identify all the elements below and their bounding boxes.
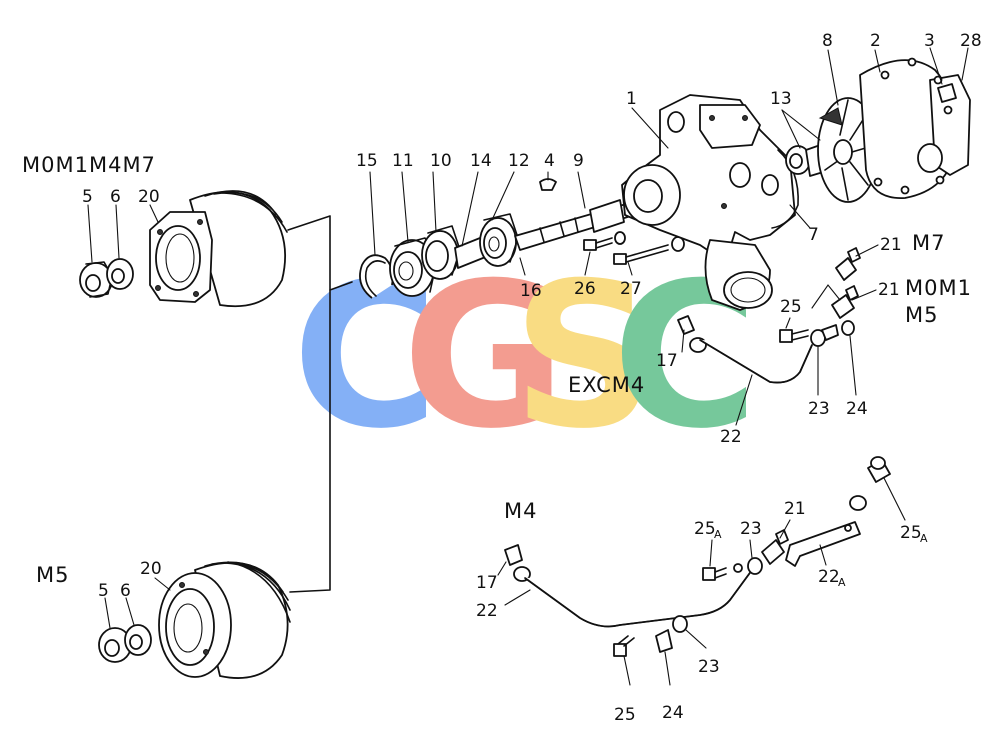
impeller-cover-group [781, 47, 971, 203]
part-label-27: 27 [620, 279, 642, 299]
part-label-5-top: 5 [82, 187, 93, 207]
part-label-10: 10 [430, 151, 452, 171]
part-label-17-top: 17 [656, 351, 678, 371]
part-label-25a-right-sub: A [920, 532, 928, 545]
bearing-12 [479, 213, 519, 267]
watermark-letter-s: S [512, 240, 656, 473]
plug-24-top [841, 320, 855, 336]
part-label-23-bottom-pipe: 23 [698, 657, 720, 677]
variant-label-exc: EXCM4 [568, 373, 645, 397]
pulley-20-top [149, 190, 288, 308]
pump-housing-1 [621, 94, 796, 311]
variant-label-m0m1: M0M1 [905, 276, 972, 300]
part-label-12: 12 [508, 151, 530, 171]
key-4 [539, 178, 557, 191]
top-pulley-group [79, 190, 288, 308]
part-label-25a-left-sub: A [714, 528, 722, 541]
fitting-17-bottom [504, 544, 531, 582]
part-label-9: 9 [573, 151, 584, 171]
part-label-21-bottom: 21 [784, 499, 806, 519]
part-label-25a-left: 25 [694, 519, 716, 539]
part-label-22a-sub: A [838, 576, 846, 589]
part-label-13: 13 [770, 89, 792, 109]
variant-bracket [287, 215, 353, 593]
pipe-22-bottom [524, 569, 753, 628]
fitting-21-m0m1 [831, 285, 859, 319]
washer-25a-right [849, 495, 867, 511]
labels: M0M1M4M7 M5 EXCM4 M4 M7 M0M1 M5 1 2 3 28… [22, 31, 982, 725]
part-label-2: 2 [870, 31, 881, 51]
shaft-assembly [359, 171, 685, 299]
part-label-21-m0m1: 21 [878, 280, 900, 300]
part-label-8: 8 [822, 31, 833, 51]
plug-24-bottom [655, 629, 673, 653]
part-label-24-bottom: 24 [662, 703, 684, 723]
fitting-23-top [810, 324, 839, 347]
part-label-5-bottom: 5 [98, 581, 109, 601]
part-label-22-bottom: 22 [476, 601, 498, 621]
washer-6-top [106, 258, 134, 290]
bolt-25a-left [702, 567, 727, 581]
bolt-3 [937, 83, 957, 103]
part-label-3: 3 [924, 31, 935, 51]
part-label-15: 15 [356, 151, 378, 171]
part-label-23-bottom-upper: 23 [740, 519, 762, 539]
upper-pipe-assembly [677, 244, 879, 426]
nut-5-top [79, 261, 113, 298]
part-label-22a: 22 [818, 567, 840, 587]
part-label-20-bottom: 20 [140, 559, 162, 579]
fitting-21-bottom [761, 529, 789, 565]
fitting-23-bottom-pipe [672, 615, 688, 633]
part-label-24-top: 24 [846, 399, 868, 419]
part-label-6-bottom: 6 [120, 581, 131, 601]
part-label-4: 4 [544, 151, 555, 171]
fitting-21-m7 [835, 247, 861, 281]
bracket-22a [785, 521, 861, 567]
nut-5-bottom [98, 627, 132, 663]
part-label-11: 11 [392, 151, 414, 171]
variant-label-top-pulley: M0M1M4M7 [22, 153, 156, 177]
part-label-21-m7: 21 [880, 235, 902, 255]
variant-label-bottom-pulley: M5 [36, 563, 69, 587]
part-label-28: 28 [960, 31, 982, 51]
part-label-25-top: 25 [780, 297, 802, 317]
part-label-16: 16 [520, 281, 542, 301]
bolt-25a-right [867, 456, 891, 483]
part-label-1: 1 [626, 89, 637, 109]
part-label-14: 14 [470, 151, 492, 171]
part-label-25-bottom: 25 [614, 705, 636, 725]
pulley-20-bottom [158, 561, 291, 679]
bottom-pulley-group [98, 561, 291, 679]
bolt-25-top [779, 329, 809, 343]
washer-6-bottom [124, 624, 152, 656]
part-label-25a-right: 25 [900, 523, 922, 543]
bolt-26 [583, 231, 626, 251]
part-label-17-bottom: 17 [476, 573, 498, 593]
cover-plate-2 [859, 57, 971, 199]
part-label-22-top: 22 [720, 427, 742, 447]
bolt-25-bottom [613, 635, 635, 657]
part-label-23-top: 23 [808, 399, 830, 419]
seal-10 [421, 225, 461, 280]
part-label-7: 7 [808, 225, 819, 245]
part-label-6-top: 6 [110, 187, 121, 207]
part-label-26: 26 [574, 279, 596, 299]
bolt-27 [613, 236, 685, 265]
part-label-20-top: 20 [138, 187, 160, 207]
snap-ring-15 [359, 254, 394, 299]
lower-pipe-assembly [497, 456, 906, 686]
variant-label-m4: M4 [504, 499, 537, 523]
fitting-23-bottom-upper [733, 557, 763, 575]
variant-label-m5: M5 [905, 303, 938, 327]
variant-label-m7: M7 [912, 231, 945, 255]
